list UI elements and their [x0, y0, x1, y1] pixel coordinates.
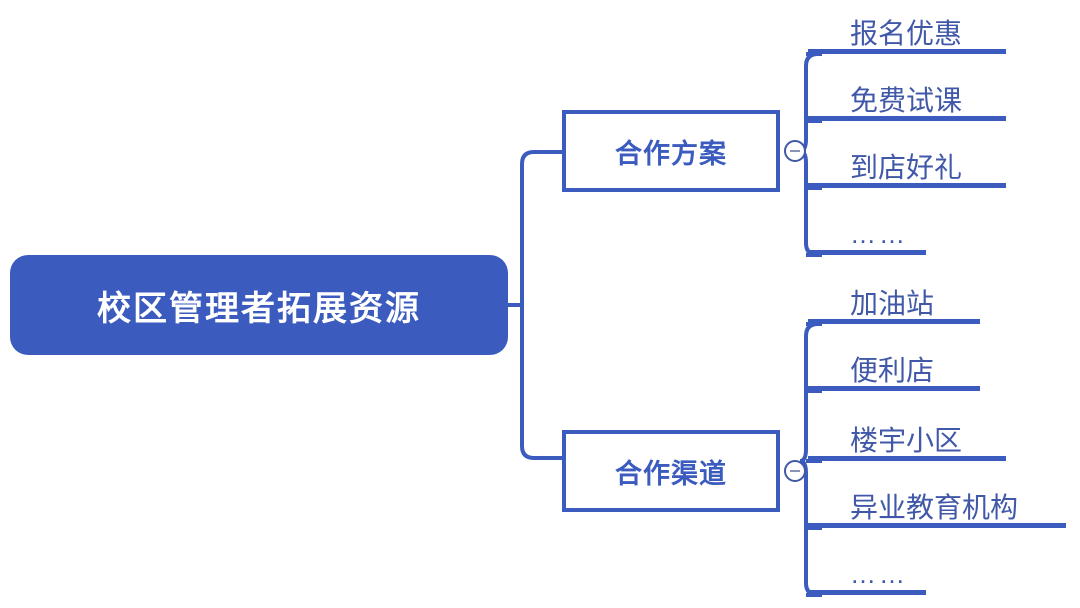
minus-dash [790, 470, 800, 472]
leaf-node[interactable]: 加油站 [808, 276, 980, 324]
minus-circle-icon[interactable] [784, 460, 806, 482]
branch-node-label: 合作渠道 [615, 458, 727, 489]
leaf-node-label: 楼宇小区 [850, 425, 963, 456]
branch-node-label: 合作方案 [615, 138, 727, 169]
leaf-underline [808, 386, 980, 391]
minus-circle-icon[interactable] [784, 140, 806, 162]
leaf-node[interactable]: 免费试课 [808, 73, 1006, 121]
leaf-node-label: 便利店 [850, 355, 935, 386]
leaf-node-label: …… [850, 219, 908, 249]
leaf-node[interactable]: …… [808, 207, 926, 255]
leaf-underline [808, 523, 1066, 528]
leaf-node[interactable]: 报名优惠 [808, 6, 1006, 54]
leaf-underline [808, 250, 926, 255]
leaf-node[interactable]: 楼宇小区 [808, 413, 1006, 461]
leaf-underline [808, 116, 1006, 121]
leaf-node[interactable]: 便利店 [808, 343, 980, 391]
leaf-node-label: 报名优惠 [850, 18, 963, 49]
root-node[interactable]: 校区管理者拓展资源 [10, 255, 508, 355]
leaf-node[interactable]: …… [808, 547, 926, 595]
branch-node-hezuoqudao[interactable]: 合作渠道 [562, 430, 780, 512]
leaf-underline [808, 49, 1006, 54]
leaf-node-label: 到店好礼 [850, 152, 963, 183]
leaf-node-label: 加油站 [850, 288, 935, 319]
minus-dash [790, 150, 800, 152]
leaf-underline [808, 590, 926, 595]
leaf-node[interactable]: 异业教育机构 [808, 480, 1066, 528]
branch-node-hezuofangan[interactable]: 合作方案 [562, 110, 780, 192]
leaf-node-label: 异业教育机构 [850, 492, 1019, 523]
leaf-node[interactable]: 到店好礼 [808, 140, 1006, 188]
leaf-underline [808, 456, 1006, 461]
leaf-underline [808, 319, 980, 324]
leaf-node-label: 免费试课 [850, 85, 963, 116]
connector-root-to-branches [520, 150, 562, 460]
root-node-label: 校区管理者拓展资源 [97, 289, 421, 328]
leaf-node-label: …… [850, 559, 908, 589]
leaf-underline [808, 183, 1006, 188]
